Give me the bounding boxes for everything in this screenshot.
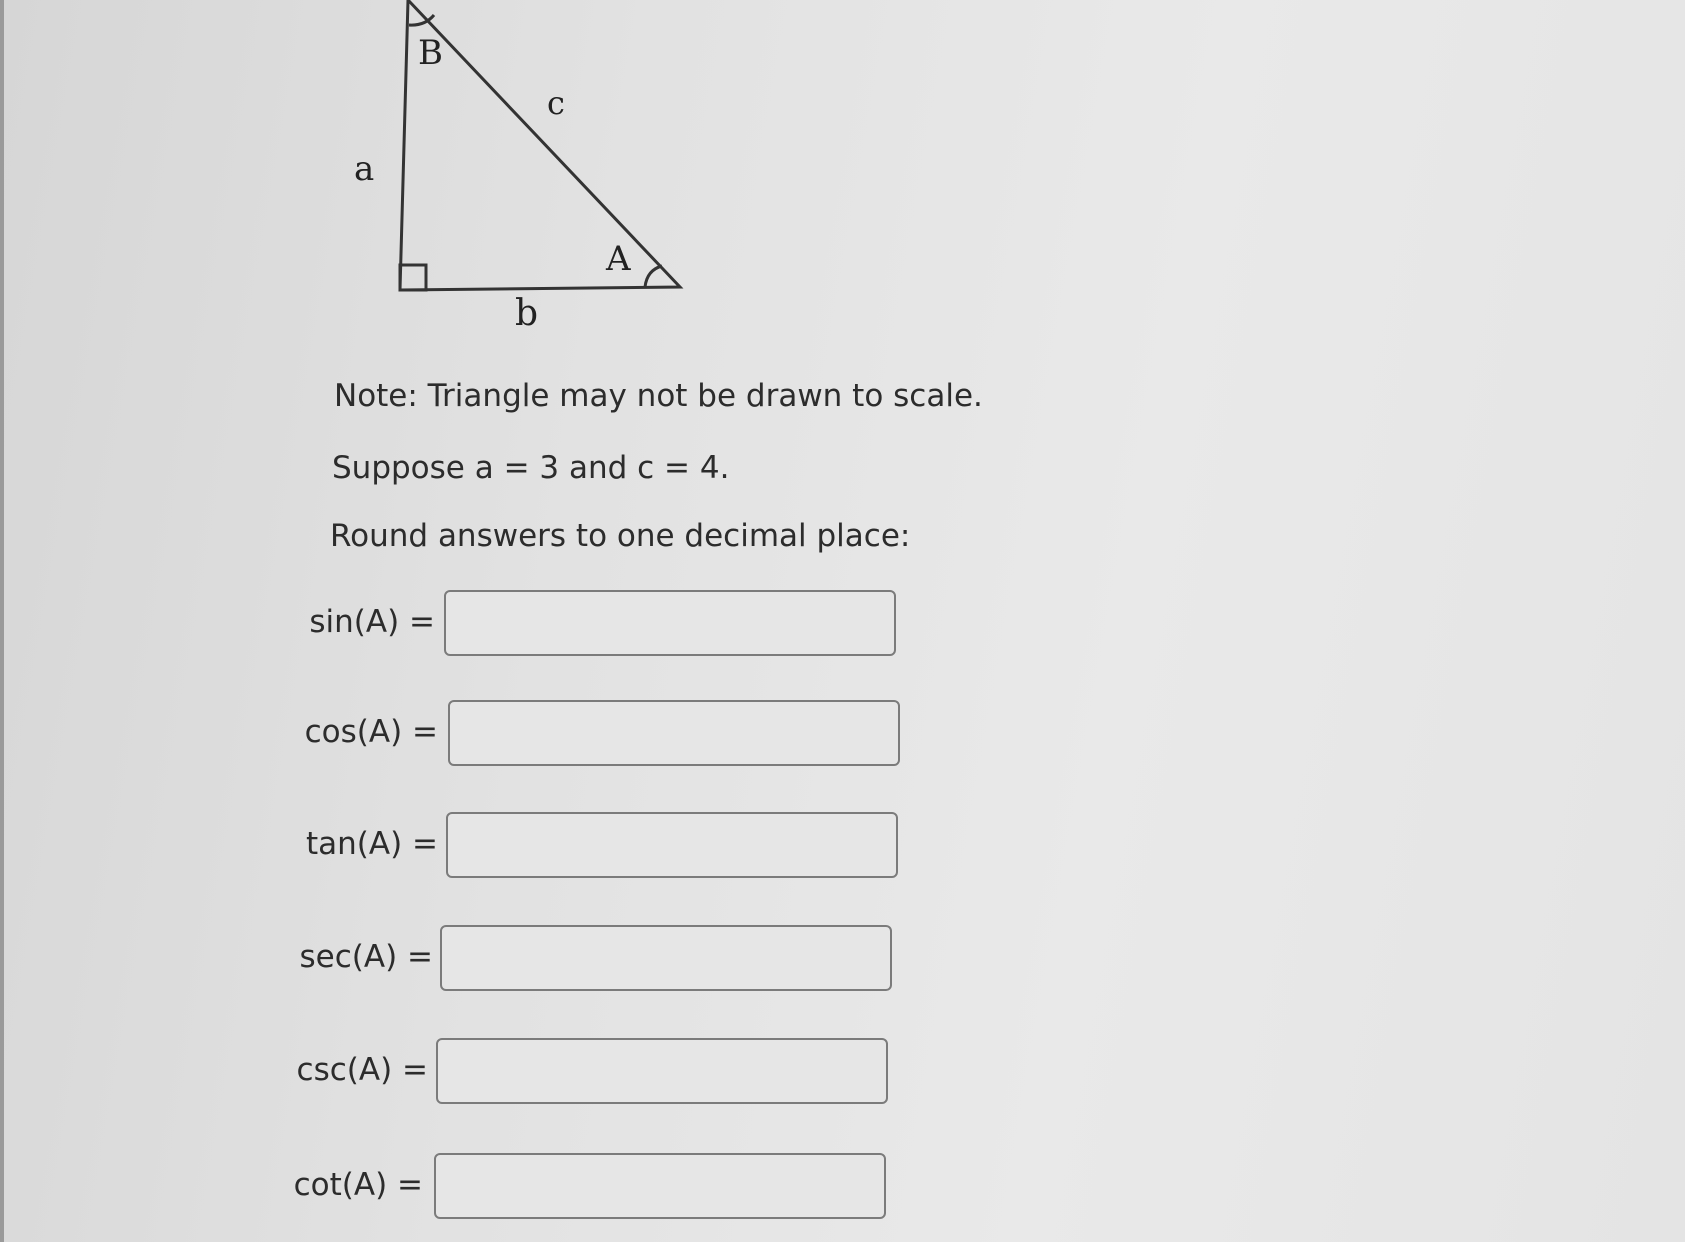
vertex-a-label: A: [605, 239, 631, 279]
given-values: Suppose a = 3 and c = 4.: [332, 450, 730, 486]
rounding-instruction: Round answers to one decimal place:: [330, 518, 911, 554]
cos-answer-row: cos(A) =: [0, 700, 910, 770]
cot-answer-row: cot(A) =: [0, 1153, 910, 1223]
sin-answer-row: sin(A) =: [0, 590, 900, 660]
tan-answer-row: tan(A) =: [0, 812, 910, 882]
sec-label: sec(A) =: [299, 939, 434, 975]
right-triangle-diagram: B c a A b: [354, 0, 684, 334]
csc-answer-row: csc(A) =: [0, 1038, 910, 1108]
triangle-outline: [398, 0, 684, 292]
cot-label: cot(A) =: [293, 1167, 423, 1203]
side-a-label: a: [354, 149, 374, 189]
right-angle-marker: [398, 263, 428, 292]
csc-label: csc(A) =: [296, 1052, 428, 1088]
scale-note: Note: Triangle may not be drawn to scale…: [334, 378, 983, 414]
vertex-b-label: B: [418, 33, 443, 73]
side-b-label: b: [515, 293, 538, 334]
sec-answer-input[interactable]: [440, 925, 892, 991]
cot-answer-input[interactable]: [434, 1153, 886, 1219]
sec-answer-row: sec(A) =: [0, 925, 910, 995]
csc-answer-input[interactable]: [436, 1038, 888, 1104]
cos-label: cos(A) =: [304, 714, 438, 750]
cos-answer-input[interactable]: [448, 700, 900, 766]
tan-answer-input[interactable]: [446, 812, 898, 878]
angle-a-arc: [643, 264, 663, 288]
tan-label: tan(A) =: [305, 826, 438, 862]
side-c-label: c: [547, 84, 565, 122]
screen-edge: [0, 0, 4, 1242]
sin-answer-input[interactable]: [444, 590, 896, 656]
angle-b-arc: [408, 14, 436, 27]
sin-label: sin(A) =: [309, 604, 435, 640]
